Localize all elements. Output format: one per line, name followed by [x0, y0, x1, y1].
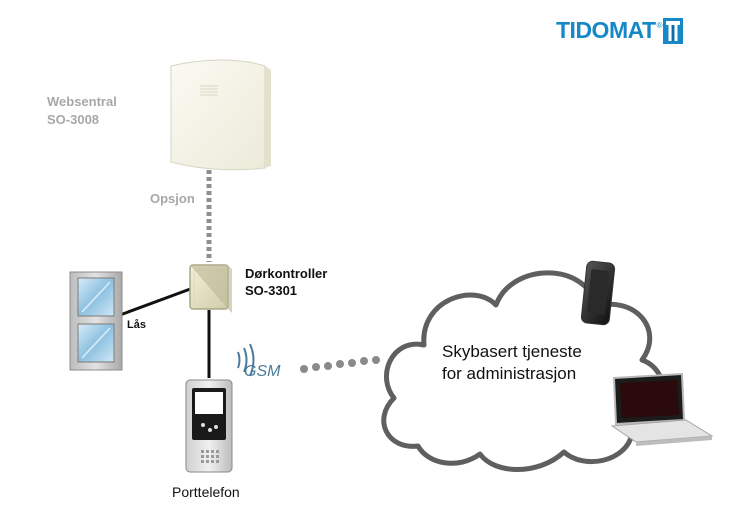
intercom-icon — [185, 379, 233, 473]
gsm-dotted-link — [300, 356, 380, 373]
opsjon-label: Opsjon — [150, 191, 195, 206]
dorkontroller-model: SO-3301 — [245, 283, 298, 298]
smartphone-icon — [580, 260, 616, 326]
logo-text: TIDOMAT — [556, 17, 656, 43]
glass-door-icon — [69, 271, 123, 371]
websentral-model: SO-3008 — [47, 112, 100, 127]
websentral-label: Websentral SO-3008 — [47, 93, 117, 129]
lock-wire — [119, 286, 194, 317]
cloud-label: Skybasert tjeneste for administrasjon — [442, 341, 582, 385]
gsm-label: GSM — [244, 363, 281, 380]
cloud-label-line1: Skybasert tjeneste — [442, 342, 582, 361]
las-label: Lås — [127, 319, 146, 331]
logo-registered-mark: ® — [656, 21, 663, 30]
controller-box-icon — [189, 264, 232, 313]
server-box-icon — [170, 59, 271, 171]
dorkontroller-name: Dørkontroller — [245, 266, 328, 281]
laptop-icon — [610, 372, 714, 446]
websentral-name: Websentral — [47, 94, 117, 109]
porttelefon-label: Porttelefon — [172, 484, 240, 500]
wireless-signal-icon — [237, 343, 255, 377]
logo-mark-icon — [663, 17, 684, 44]
tidomat-logo: TIDOMAT ® — [556, 17, 684, 44]
cloud-label-line2: for administrasjon — [442, 364, 577, 383]
dorkontroller-label: Dørkontroller SO-3301 — [245, 265, 327, 299]
